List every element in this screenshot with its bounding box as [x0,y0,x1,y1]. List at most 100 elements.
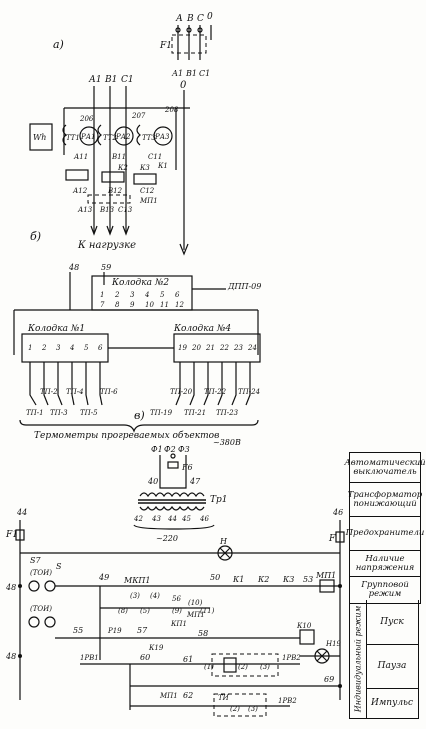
coil-k10: К10 [296,622,312,630]
section-b-label: б) [30,230,41,243]
mark-8: (8) [118,607,128,615]
toi-top: (ТОИ) [30,569,52,577]
tp-2: ТП-2 [40,388,58,396]
wire-50: 50 [210,573,220,582]
wire-a13: А13 [77,206,93,214]
zero-bus-label: 0 [180,80,187,91]
ct-group-3: ТТ3 РА3 [125,108,173,200]
b4-col-23: 23 [233,344,243,352]
term-7: 7 [100,301,105,309]
individual-mode-legend: Индивидуальный режим Пуск Пауза Импульс [349,600,419,719]
mark-9: (9) [172,607,182,615]
wire-55: 55 [73,626,83,635]
block-1-columns: 1 2 3 4 5 6 [28,344,103,352]
timer-1pv2: 1РВ2 [278,697,297,705]
voltage-220: ~220 [156,534,178,543]
wire-b13: В13 [99,206,115,214]
wire-49: 49 [98,573,109,582]
legend-fuses: Предохранители [346,517,424,551]
function-legend: Автоматический выключатель Трансформатор… [344,452,426,604]
wire-206: 206 [79,115,94,123]
c1-label: С1 [199,69,210,78]
tp-22: ТП-22 [204,388,227,396]
a1-label: А1 [171,69,183,78]
wire-59-top: 59 [101,263,111,272]
term-3: 3 [130,291,135,299]
contact-k1-ctl: К1 [232,575,244,584]
ammeter-1: РА1 [80,133,95,141]
mark-10: (10) [188,599,203,607]
term-5: 5 [160,291,165,299]
tp-5: ТП-5 [80,409,98,417]
ammeter-2: РА2 [115,133,131,141]
tp-19: ТП-19 [150,409,173,417]
ammeter-3: РА3 [154,133,170,141]
energy-meter: Wh [33,133,46,142]
wire-c11: С11 [148,153,162,161]
wire-b11: В11 [111,153,126,161]
wire-46: 46 [332,508,343,517]
phase-b-label: В [186,14,194,24]
step-down-transformer: Ф1 Ф2 Ф3 F6 40 47 Тр1 42 43 44 45 46 ~22… [133,445,228,543]
term-11: 11 [160,301,169,309]
legend-group-mode: Групповой режим [361,580,409,599]
contact-mp1-c: МП1 [159,692,178,700]
wire-69: 69 [324,675,334,684]
wire-40: 40 [147,477,158,486]
wire-62: 62 [183,691,193,700]
phase-f1: Ф1 [151,445,163,454]
block-1 [21,333,109,363]
b1-col-4: 4 [69,344,74,352]
mark-2: (2) [238,663,248,671]
mark-3c: (3) [248,705,258,713]
thermometers-left: ТП-1 ТП-2 ТП-3 ТП-4 ТП-5 ТП-6 [26,388,118,417]
individual-mode-label: Индивидуальный режим [353,605,363,713]
wire-57: 57 [137,626,148,635]
section-v-label: в) [134,409,145,422]
dpp-label: ДПП-09 [227,282,261,291]
terminal-blocks: 48 59 Колодка №2 ДПП-09 1 2 3 4 5 6 7 8 … [13,263,261,447]
term-12: 12 [175,301,184,309]
wire-48-top: 48 [68,263,79,272]
block-1-title: Колодка №1 [27,324,85,334]
individual-mode-side: Индивидуальный режим [350,600,367,718]
block-2-terminals: 1 2 3 4 5 6 7 8 9 10 11 12 [100,291,184,309]
wire-53: 53 [303,575,313,584]
coil-mp1: МП1 [315,571,336,580]
timer-1pv1: 1РВ2 [282,654,301,662]
b4-col-19: 19 [178,344,187,352]
breaker-f1: F1 [5,530,18,540]
top-switch: А В С 0 F1 А1 В1 С1 0 [159,12,213,256]
term-1: 1 [100,291,104,299]
wire-208: 208 [164,106,179,114]
block-2-title: Колодка №2 [111,278,169,288]
ct-group-1: ТТ1 РА1 [62,108,99,200]
thermometers-right: ТП-19 ТП-20 ТП-21 ТП-22 ТП-23 ТП-24 [150,388,260,417]
term-2: 2 [114,291,120,299]
phase-a-label: А [175,14,183,24]
wire-60: 60 [140,653,150,662]
b1-col-1: 1 [28,344,32,352]
b1-col-3: 3 [56,344,61,352]
block-4-columns: 19 20 21 22 23 24 [178,344,257,352]
to-load-label: К нагрузке [77,240,136,251]
contact-k3: К3 [139,164,150,172]
switch-s7: S7 [30,556,41,565]
fuse-f6: F6 [181,463,193,472]
contact-k19: 1РВ1 [80,654,99,662]
contact-kp1: КП1 [170,620,187,628]
mode-impulse: Импульс [371,698,413,708]
tap-45: 45 [181,515,191,523]
tap-42: 42 [133,515,143,523]
mark-3: (3) [130,592,140,600]
thermometers-caption: Термометры прогреваемых объектов [34,430,219,441]
wire-48-b: 48 [5,652,16,661]
contact-k1: К1 [157,162,168,170]
mark-5: (5) [140,607,150,615]
b4-col-21: 21 [205,344,215,352]
lamp-h19: Н19 [325,640,342,648]
mark-1: (1) [204,663,214,671]
wire-a12: А12 [72,187,88,195]
legend-transformer: Трансформатор понижающий [348,483,422,517]
